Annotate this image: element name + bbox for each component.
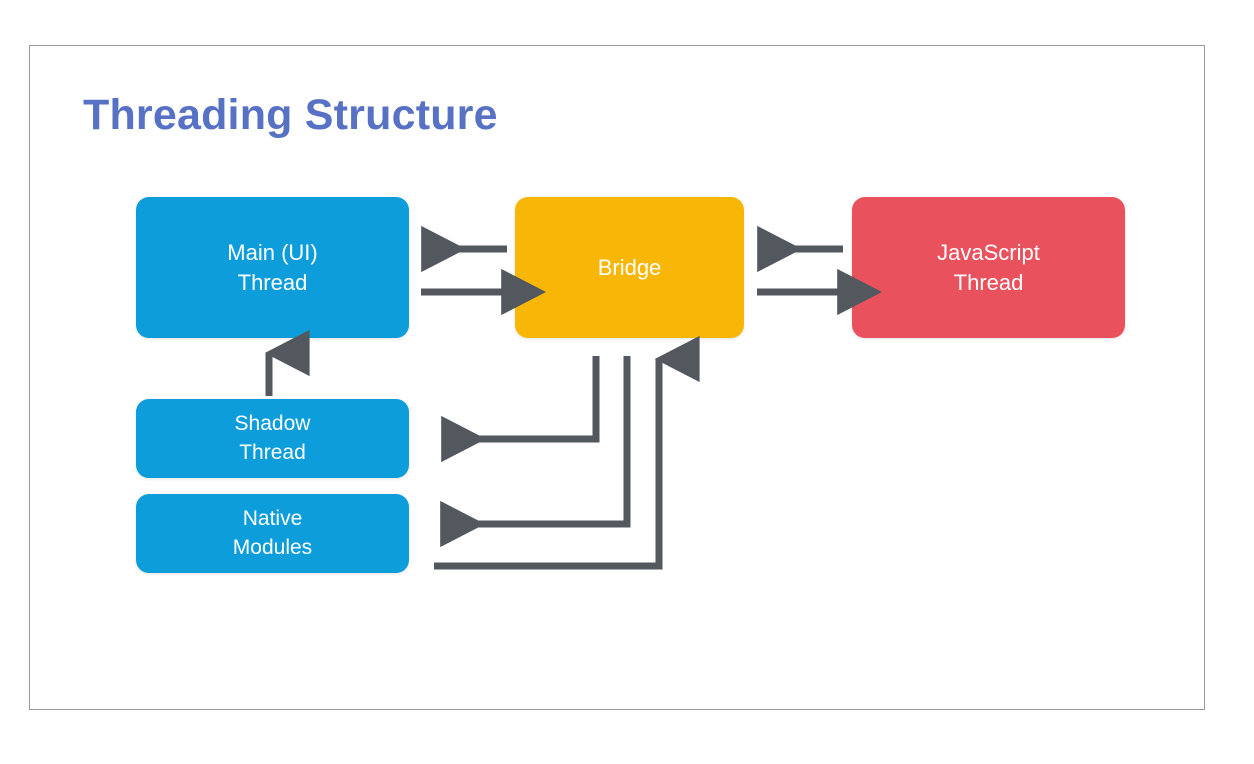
node-bridge[interactable]: Bridge [515, 197, 744, 338]
connector-bridge-to-shadow-thread [441, 356, 600, 463]
node-main-ui-thread[interactable]: Main (UI) Thread [136, 197, 409, 338]
connector-bridge-to-native-modules [440, 356, 631, 548]
connector-layer [264, 225, 882, 570]
node-javascript-thread[interactable]: JavaScript Thread [852, 197, 1125, 338]
node-shadow-thread[interactable]: Shadow Thread [136, 399, 409, 478]
page-title: Threading Structure [83, 91, 498, 139]
node-native-modules[interactable]: Native Modules [136, 494, 409, 573]
slide-frame: Threading Structure Main (UI) Thread Bri… [29, 45, 1205, 710]
connector-native-modules-to-bridge [434, 335, 700, 570]
